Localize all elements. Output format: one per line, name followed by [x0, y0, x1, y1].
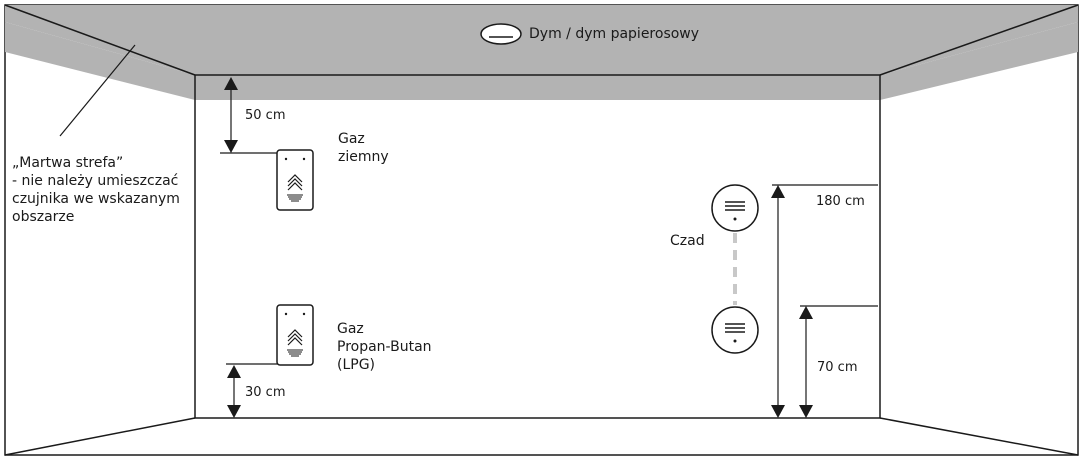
dead-zone-label-line4: obszarze: [12, 209, 75, 225]
natural-gas-label-line1: Gaz: [338, 131, 365, 147]
dead-zone-pointer: [59, 44, 136, 137]
dead-zone-label-line1: „Martwa strefa”: [12, 155, 124, 171]
natural-gas-label-line2: ziemny: [338, 149, 389, 165]
lpg-label-line3: (LPG): [337, 357, 376, 373]
back-wall: [194, 74, 881, 419]
natural-gas-detector-icon: [276, 149, 314, 211]
dim-co-lower: [799, 305, 878, 418]
room-perspective-lines: [4, 4, 1079, 456]
co-detector-upper-icon: [711, 184, 759, 232]
dim-co-lower-label: 70 cm: [817, 360, 858, 375]
lpg-label-line2: Propan-Butan: [337, 339, 432, 355]
smoke-label: Dym / dym papierosowy: [529, 26, 700, 42]
lpg-label-line1: Gaz: [337, 321, 364, 337]
dim-natural-gas: [220, 77, 278, 154]
co-label: Czad: [670, 233, 705, 249]
co-detector-lower-icon: [711, 306, 759, 354]
dead-zone-label-line3: czujnika we wskazanym: [12, 191, 180, 207]
dim-lpg-label: 30 cm: [245, 385, 286, 400]
dim-co-upper-label: 180 cm: [816, 194, 865, 209]
dead-zone-band: [5, 5, 1078, 100]
dim-co-upper: [771, 184, 878, 418]
lpg-detector-icon: [276, 304, 314, 366]
dim-natural-gas-label: 50 cm: [245, 108, 286, 123]
dead-zone-label-line2: - nie należy umieszczać: [12, 173, 179, 189]
dim-lpg: [226, 363, 278, 418]
smoke-detector-icon: [480, 23, 522, 45]
